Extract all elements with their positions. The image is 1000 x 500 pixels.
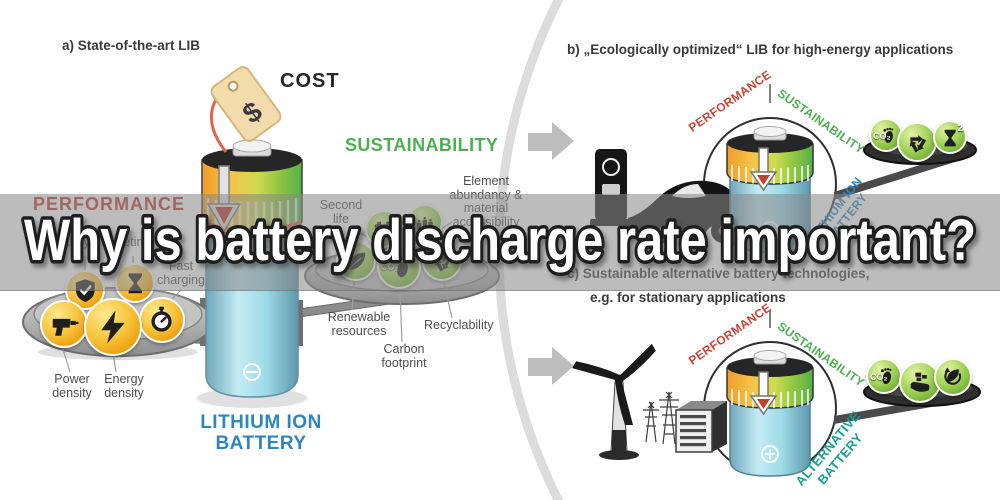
wind-turbine-icon (572, 343, 656, 460)
panel-c-title-line2: e.g. for stationary applications (590, 290, 786, 305)
flow-arrow-to-b-icon (528, 122, 574, 160)
stopwatch-icon (139, 297, 185, 343)
power-density-label: Power density (52, 372, 92, 400)
co2-label: CO₂ (873, 131, 891, 142)
carbon-footprint-label: Carbon footprint (381, 342, 427, 370)
recyclability-label: Recyclability (424, 318, 494, 332)
sustainability-label-a: SUSTAINABILITY (345, 135, 499, 155)
cost-label: COST (280, 70, 340, 92)
cost-tag: $ (209, 66, 282, 153)
headline-canvas: Why is battery discharge rate important? (21, 205, 980, 277)
storage-building-icon (675, 401, 727, 453)
energy-density-label: Energy density (104, 372, 144, 400)
headline-band: Why is battery discharge rate important? (0, 194, 1000, 291)
lithium-ion-battery-label-a: LITHIUM ION BATTERY (200, 412, 322, 455)
co2-footprint-icon: CO₂ (866, 358, 902, 394)
co2-label: CO₂ (870, 372, 888, 383)
drill-icon (40, 300, 88, 348)
lightning-icon (84, 298, 142, 356)
second-use-hourglass-icon: 2 (933, 120, 967, 154)
recycle-icon (897, 122, 937, 162)
battery-c (726, 349, 814, 477)
panel-a-title: a) State-of-the-art LIB (62, 38, 200, 53)
second-use-superscript: 2 (957, 123, 963, 134)
panel-b-title: b) „Ecologically optimized“ LIB for high… (567, 42, 954, 57)
circular-leaf-icon (934, 358, 972, 396)
renewable-resources-label: Renewable resources (327, 310, 391, 338)
power-line-towers-icon (643, 391, 679, 445)
headline-title: Why is battery discharge rate important? (24, 208, 976, 273)
flow-arrow-to-c-icon (528, 347, 574, 385)
